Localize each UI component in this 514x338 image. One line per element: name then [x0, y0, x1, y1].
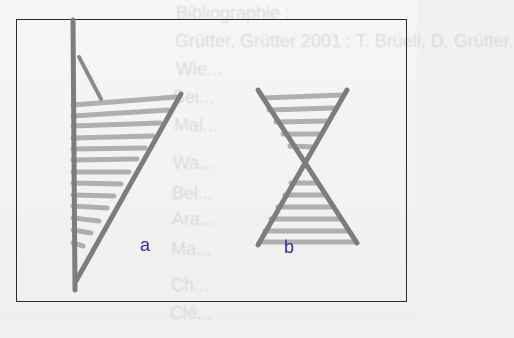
- diagram-b-hatch-line: [260, 92, 345, 101]
- diagram-a-hatch-line: [70, 145, 148, 152]
- diagram-b: [255, 87, 360, 248]
- diagram-a-hatch-line: [70, 203, 110, 211]
- diagram-a-hatch-line: [70, 192, 117, 199]
- diagram-a-hatch-line: [70, 94, 179, 108]
- diagram-b-upper-hatching: [260, 92, 345, 150]
- figure-diagram: [70, 17, 360, 293]
- diagram-b-hatch-line: [273, 118, 330, 125]
- diagram-a-hatch-line: [70, 215, 102, 224]
- diagram-a-vertical-rod: [70, 17, 78, 293]
- figure-label-a: a: [140, 235, 151, 255]
- diagram-a-hatching: [70, 94, 179, 249]
- diagram-a-hatch-line: [70, 133, 156, 141]
- diagram-a-short-arm: [77, 55, 103, 101]
- diagram-b-lower-hatching: [257, 180, 357, 245]
- diagram-b-hatch-line: [266, 105, 337, 113]
- diagram-b-diagonal-right-to-left: [255, 87, 350, 248]
- diagram-a-hatch-line: [70, 120, 163, 129]
- figure-label-b: b: [284, 237, 295, 257]
- diagram-a: [70, 17, 184, 293]
- diagram-a-hatch-line: [70, 180, 124, 187]
- diagram-a-diagonal: [73, 91, 184, 284]
- diagram-a-hatch-line: [70, 156, 140, 163]
- figure-frame: [16, 19, 407, 302]
- diagram-b-diagonal-left-to-right: [255, 87, 360, 246]
- page: Bibliographie : Grütter, Grütter 2001 : …: [0, 0, 514, 323]
- diagram-a-hatch-line: [70, 107, 171, 119]
